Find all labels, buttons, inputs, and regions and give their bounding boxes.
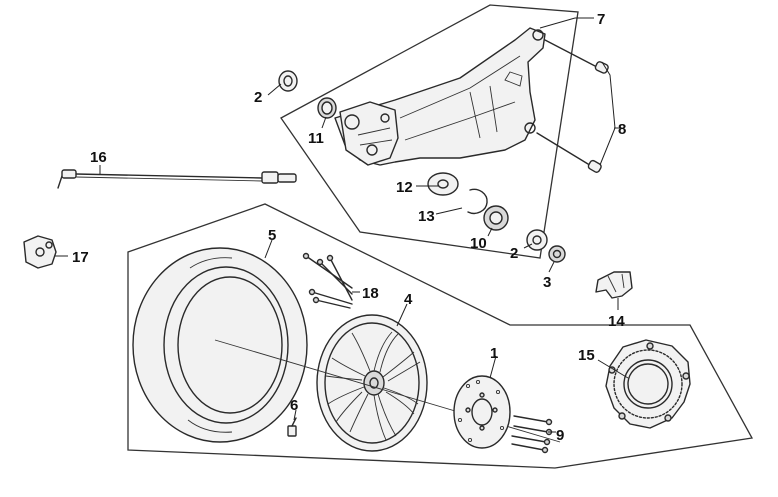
bearing-upper: [278, 70, 298, 92]
callout-12: 12: [396, 179, 413, 196]
callout-16: 16: [90, 149, 107, 166]
callout-9: 9: [556, 427, 564, 444]
callout-labels: 1 2 2 3 4 5 6 7 8 9 10 11 12 13 14 15 16…: [72, 11, 626, 444]
wheel-group-boundary: [127, 203, 754, 469]
tire: [132, 247, 308, 443]
callout-1: 1: [490, 345, 498, 362]
collar: [548, 245, 566, 263]
disc-bolts: [511, 415, 553, 454]
callout-7: 7: [597, 11, 605, 28]
valve-bolts: [302, 252, 353, 309]
cable-clamp: [23, 235, 57, 269]
brake-disc: [453, 375, 511, 449]
swingarm-group-boundary: [280, 4, 579, 259]
callout-14: 14: [608, 313, 625, 330]
callout-13: 13: [418, 208, 435, 225]
callout-3: 3: [543, 274, 551, 291]
circlip: [467, 188, 488, 215]
leader-lines: [55, 17, 629, 433]
wheel-rim: [316, 314, 428, 452]
callout-10: 10: [470, 235, 487, 252]
bearing-lower: [526, 229, 548, 251]
callout-18: 18: [362, 285, 379, 302]
callout-5: 5: [268, 227, 276, 244]
swing-arm-bolts: [536, 39, 609, 173]
callout-17: 17: [72, 249, 89, 266]
bracket: [595, 271, 633, 299]
callout-2-upper: 2: [254, 89, 262, 106]
callout-4: 4: [404, 291, 413, 308]
bolt: [287, 417, 297, 437]
oil-seal-upper: [317, 97, 337, 119]
swing-arm: [334, 27, 546, 166]
oil-seal-lower: [483, 205, 509, 231]
callout-2-lower: 2: [510, 245, 518, 262]
callout-11: 11: [308, 130, 324, 147]
washer: [427, 172, 459, 196]
sensor-ring: [605, 339, 691, 429]
sensor-cable: [57, 169, 297, 189]
callout-8: 8: [618, 121, 626, 138]
callout-15: 15: [578, 347, 595, 364]
callout-6: 6: [290, 397, 298, 414]
